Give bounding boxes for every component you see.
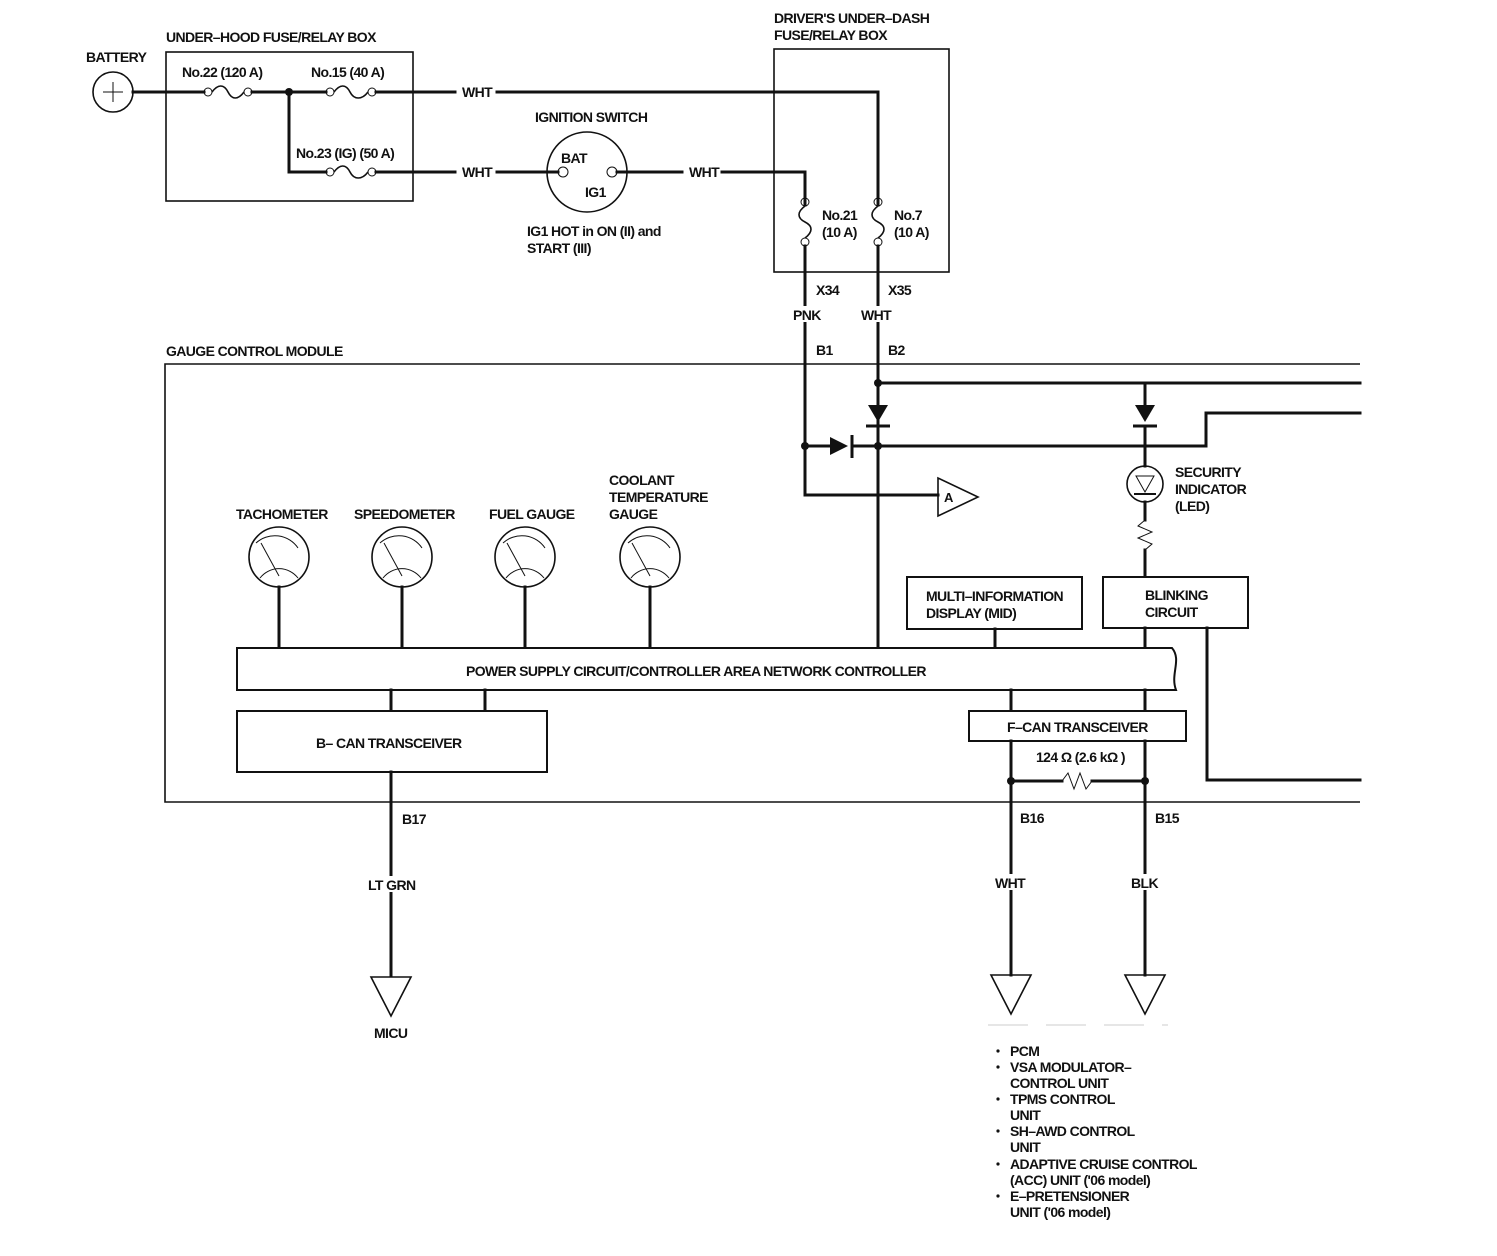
fcan-destination-list: PCM VSA MODULATOR– CONTROL UNIT TPMS CON… — [996, 1043, 1199, 1220]
fcan-transceiver-box — [968, 710, 1187, 742]
gauge-tachometer: TACHOMETER — [236, 506, 329, 650]
coolant-label-line1: COOLANT — [609, 472, 675, 488]
unit-tpms-line2: UNIT — [1010, 1107, 1041, 1123]
resistor-security-icon — [1136, 519, 1154, 551]
wire-wht-ig-out-label: WHT — [689, 164, 720, 180]
under-dash-box-outline — [773, 48, 950, 273]
terminal-bat-label: BAT — [561, 150, 588, 166]
gauge-speedometer: SPEEDOMETER — [354, 506, 456, 650]
gauge-fuel: FUEL GAUGE — [489, 506, 575, 650]
under-dash-fuse-relay-box: DRIVER'S UNDER–DASH FUSE/RELAY BOX No.21… — [773, 10, 950, 273]
unit-acc-line1: ADAPTIVE CRUISE CONTROL — [1010, 1156, 1198, 1172]
tachometer-label: TACHOMETER — [236, 506, 328, 522]
unit-vsa-line2: CONTROL UNIT — [1010, 1075, 1109, 1091]
ignition-switch-title: IGNITION SWITCH — [535, 109, 648, 125]
fuse-no21-line1: No.21 — [822, 207, 858, 223]
pin-b2-label: B2 — [888, 342, 906, 358]
fuel-gauge-label: FUEL GAUGE — [489, 506, 575, 522]
mid-line1: MULTI–INFORMATION — [926, 588, 1064, 604]
coolant-label-line2: TEMPERATURE — [609, 489, 708, 505]
security-indicator-led-icon — [1126, 465, 1164, 503]
fuse-no7-line2: (10 A) — [894, 224, 929, 240]
bcan-label: B– CAN TRANSCEIVER — [316, 735, 462, 751]
pin-b1-label: B1 — [816, 342, 834, 358]
fuse-no7-line1: No.7 — [894, 207, 923, 223]
security-indicator-line1: SECURITY — [1175, 464, 1242, 480]
wire-wht-b16-label: WHT — [995, 875, 1026, 891]
under-dash-title-line1: DRIVER'S UNDER–DASH — [774, 10, 930, 26]
connector-a-icon — [937, 476, 980, 518]
blinking-line2: CIRCUIT — [1145, 604, 1199, 620]
battery: BATTERY — [86, 49, 148, 113]
fcan-b15-connector-icon — [1123, 974, 1167, 1016]
speedometer-label: SPEEDOMETER — [354, 506, 455, 522]
connector-x35-label: X35 — [888, 282, 912, 298]
wire-wht-ig-in-label: WHT — [462, 164, 493, 180]
diode-b2-icon — [868, 405, 888, 422]
diode-b1-icon — [830, 437, 848, 455]
wire-ltgrn-label: LT GRN — [368, 877, 416, 893]
connector-x34-label: X34 — [816, 282, 840, 298]
blinking-line1: BLINKING — [1145, 587, 1209, 603]
under-hood-fuse-relay-box: UNDER–HOOD FUSE/RELAY BOX No.22 (120 A) … — [165, 29, 414, 202]
unit-epretensioner-line1: E–PRETENSIONER — [1010, 1188, 1130, 1204]
under-dash-title-line2: FUSE/RELAY BOX — [774, 27, 888, 43]
ignition-note-line1: IG1 HOT in ON (II) and — [527, 223, 661, 239]
blinking-circuit-box — [1102, 576, 1249, 629]
under-hood-box-outline — [165, 51, 414, 202]
micu-label: MICU — [374, 1025, 408, 1041]
unit-shawd-line1: SH–AWD CONTROL — [1010, 1123, 1136, 1139]
fuse-no15-label: No.15 (40 A) — [311, 64, 384, 80]
under-hood-box-title: UNDER–HOOD FUSE/RELAY BOX — [166, 29, 377, 45]
unit-shawd-line2: UNIT — [1010, 1139, 1041, 1155]
ignition-switch: IGNITION SWITCH BAT IG1 IG1 HOT in ON (I… — [527, 109, 661, 256]
fuse-no23-label: No.23 (IG) (50 A) — [296, 145, 394, 161]
fuse-no23-icon — [325, 165, 377, 179]
mid-line2: DISPLAY (MID) — [926, 605, 1016, 621]
fcan-label: F–CAN TRANSCEIVER — [1007, 719, 1148, 735]
power-supply-label: POWER SUPPLY CIRCUIT/CONTROLLER AREA NET… — [466, 663, 926, 679]
micu-connector-icon — [369, 976, 413, 1018]
unit-epretensioner-line2: UNIT ('06 model) — [1010, 1204, 1110, 1220]
bcan-transceiver-box — [236, 710, 548, 773]
battery-label: BATTERY — [86, 49, 148, 65]
pin-b15-label: B15 — [1155, 810, 1180, 826]
wire-pnk-label: PNK — [793, 307, 821, 323]
fuse-no22-icon — [203, 85, 253, 99]
pin-b16-label: B16 — [1020, 810, 1045, 826]
power-supply-can-controller-box — [236, 647, 1178, 691]
wire-blk-b15-label: BLK — [1131, 875, 1158, 891]
unit-tpms-line1: TPMS CONTROL — [1010, 1091, 1116, 1107]
fuse-no22-label: No.22 (120 A) — [182, 64, 262, 80]
coolant-label-line3: GAUGE — [609, 506, 658, 522]
connector-a-label: A — [944, 490, 954, 505]
pin-b17-label: B17 — [402, 811, 427, 827]
gauge-module-outline — [164, 363, 1360, 803]
fuse-no21-line2: (10 A) — [822, 224, 857, 240]
unit-pcm: PCM — [1010, 1043, 1039, 1059]
wire-wht-top-label: WHT — [462, 84, 493, 100]
wire-wht-b2-label: WHT — [861, 307, 892, 323]
ignition-note-line2: START (III) — [527, 240, 591, 256]
terminal-ig1-label: IG1 — [585, 184, 607, 200]
termination-resistor-icon — [1061, 771, 1093, 791]
gauge-module-title: GAUGE CONTROL MODULE — [166, 343, 343, 359]
termination-resistor-label: 124 Ω (2.6 kΩ ) — [1036, 749, 1125, 765]
fcan-b16-connector-icon — [989, 974, 1033, 1016]
security-indicator-line2: INDICATOR — [1175, 481, 1247, 497]
diode-security-icon — [1135, 405, 1155, 422]
unit-acc-line2: (ACC) UNIT ('06 model) — [1010, 1172, 1150, 1188]
security-indicator-line3: (LED) — [1175, 498, 1209, 514]
fuse-no15-icon — [325, 85, 377, 99]
gauge-coolant-temperature: COOLANT TEMPERATURE GAUGE — [609, 472, 709, 650]
unit-vsa-line1: VSA MODULATOR– — [1010, 1059, 1132, 1075]
